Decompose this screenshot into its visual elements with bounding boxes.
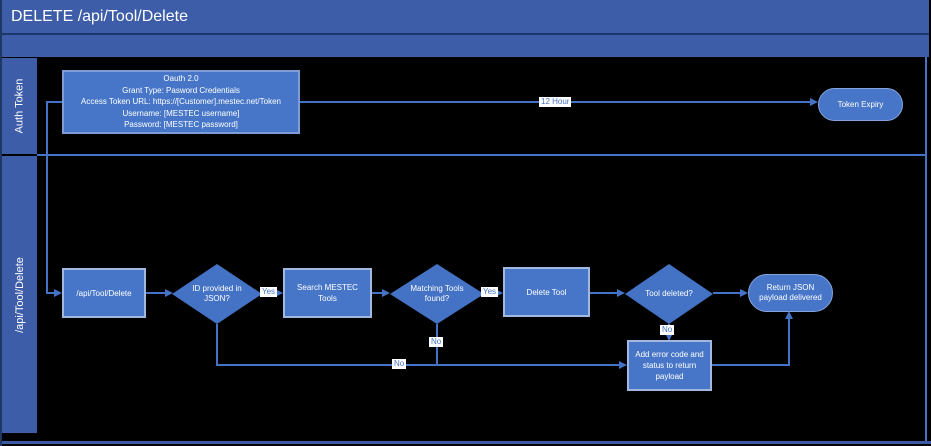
connector-error-up — [788, 318, 790, 366]
start-box: /api/Tool/Delete — [62, 268, 146, 318]
oauth-credentials-box: Oauth 2.0 Grant Type: Pasword Credential… — [62, 70, 300, 134]
terminator-return-json-label: Return JSON payload delivered — [759, 283, 822, 302]
arrowhead-to-search — [275, 289, 283, 297]
process-delete-tool: Delete Tool — [503, 267, 590, 317]
lane-label-auth-token-text: Auth Token — [13, 78, 26, 134]
connector-delete-to-decision3 — [590, 292, 618, 294]
title-separator — [2, 33, 929, 35]
arrowhead-to-token-expiry — [810, 98, 818, 106]
process-add-error-code-label: Add error code and status to return payl… — [635, 350, 704, 381]
oauth-line-2: Grant Type: Pasword Credentials — [122, 85, 240, 95]
decision-id-provided: ID provided in JSON? — [172, 264, 262, 324]
start-box-label: /api/Tool/Delete — [76, 288, 132, 298]
lane-label-api-tool-delete: /api/Tool/Delete — [2, 156, 37, 433]
lane-label-api-tool-delete-text: /api/Tool/Delete — [13, 256, 26, 333]
token-expiry-label: Token Expiry — [837, 99, 884, 109]
connector-no-horizontal — [216, 364, 620, 366]
arrowhead-to-end — [740, 289, 748, 297]
arrowhead-to-delete — [495, 289, 503, 297]
swimlane-divider — [37, 154, 926, 156]
connector-oauth-down — [46, 101, 48, 293]
oauth-line-3: Access Token URL: https://[Customer].mes… — [81, 97, 281, 107]
label-no-deleted: No — [660, 325, 675, 335]
connector-search-to-decision2 — [372, 292, 383, 294]
lane-label-auth-token: Auth Token — [2, 58, 37, 154]
oauth-line-5: Password: [MESTEC password] — [124, 120, 238, 130]
arrowhead-to-error-box-left — [619, 361, 627, 369]
connector-start-to-decision1 — [146, 292, 166, 294]
arrowhead-to-error-box-top — [665, 333, 673, 341]
terminator-return-json: Return JSON payload delivered — [748, 274, 833, 312]
arrowhead-to-decision2 — [382, 289, 390, 297]
decision-matching-tools-label: Matching Tools found? — [410, 284, 464, 303]
process-delete-tool-label: Delete Tool — [526, 287, 567, 297]
process-search-tools-label: Search MESTEC Tools — [297, 283, 358, 303]
arrowhead-to-decision3 — [617, 289, 625, 297]
token-expiry-terminator: Token Expiry — [818, 88, 903, 121]
page-border-bottom — [0, 441, 931, 444]
edge-label-12-hour: 12 Hour — [539, 97, 572, 107]
page-border-left — [0, 0, 2, 446]
page-title: DELETE /api/Tool/Delete — [2, 0, 929, 33]
oauth-line-1: Oauth 2.0 — [163, 74, 199, 84]
header-band — [2, 35, 929, 57]
arrowhead-to-start-box — [54, 289, 62, 297]
decision-tool-deleted: Tool deleted? — [625, 264, 713, 324]
arrowhead-to-decision1 — [165, 289, 173, 297]
label-yes-2: Yes — [481, 287, 499, 297]
decision-matching-tools: Matching Tools found? — [390, 264, 484, 324]
arrowhead-to-end-bottom — [785, 311, 793, 319]
process-add-error-code: Add error code and status to return payl… — [627, 340, 712, 391]
connector-into-start — [46, 292, 55, 294]
connector-decision1-no-down — [216, 324, 218, 366]
decision-id-provided-label: ID provided in JSON? — [192, 284, 242, 303]
decision-tool-deleted-label: Tool deleted? — [645, 289, 693, 298]
oauth-line-4: Username: [MESTEC username] — [122, 108, 240, 118]
process-search-tools: Search MESTEC Tools — [283, 268, 372, 318]
connector-oauth-left — [46, 101, 62, 103]
connector-decision3-to-end — [713, 292, 741, 294]
label-no-main: No — [392, 359, 407, 369]
page-border-right — [925, 57, 927, 443]
connector-error-right — [712, 364, 790, 366]
label-no-match: No — [429, 337, 444, 347]
label-yes-1: Yes — [260, 287, 278, 297]
